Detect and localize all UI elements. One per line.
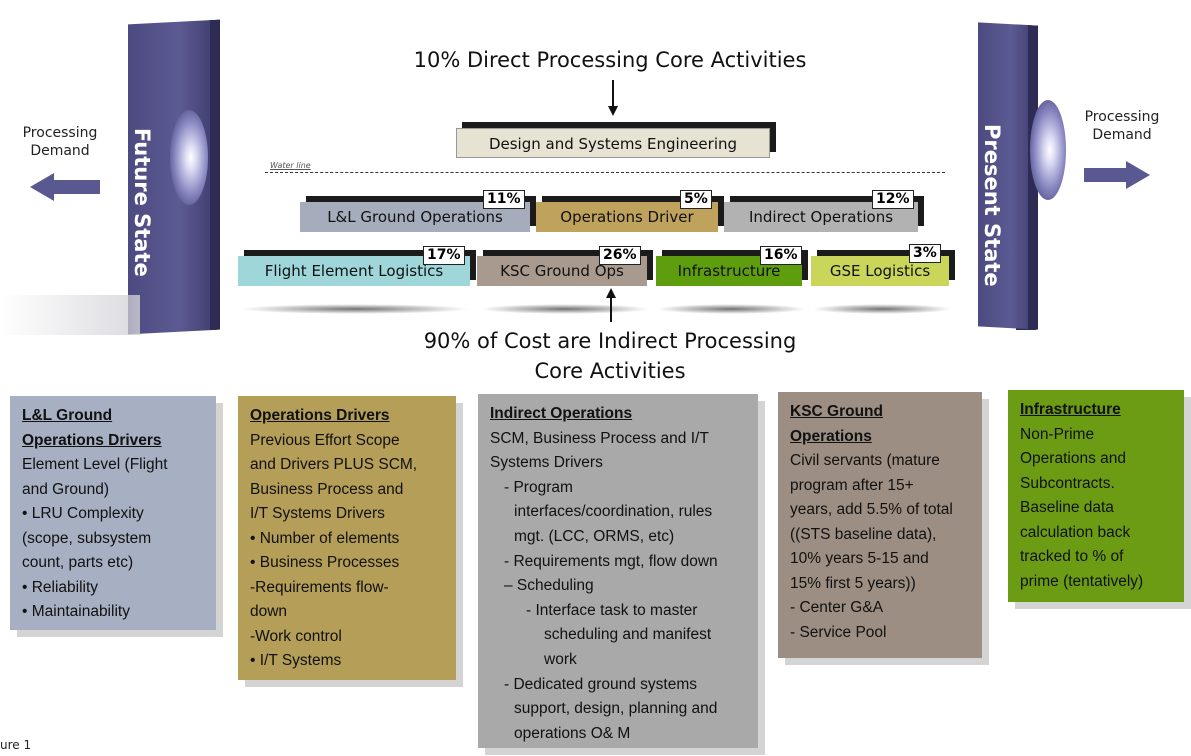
block-ksc-ground: KSC Ground Ops (477, 256, 647, 286)
card-ksc-line: Civil servants (mature (790, 452, 940, 469)
card-operations-drivers: Operations Drivers Previous Effort Scope… (238, 396, 456, 680)
left-demand-line2: Demand (30, 143, 90, 159)
block-shadow (480, 304, 650, 314)
block-gse-label: GSE Logistics (829, 262, 931, 280)
card-ll-line: • Maintainability (22, 603, 130, 620)
card-ksc-line: 15% first 5 years)) (790, 574, 916, 592)
card-ll-line: count, parts etc) (22, 554, 134, 571)
block-shadow (656, 304, 806, 314)
pct-ops-driver: 5% (680, 190, 712, 209)
card-indirect-line: - Interface task to master (526, 601, 698, 619)
pct-gse: 3% (909, 244, 941, 263)
pct-ksc-ground: 26% (599, 246, 641, 265)
card-ll-title-line1: L&L Ground (22, 407, 113, 424)
card-ksc-line: years, add 5.5% of total (790, 501, 953, 518)
right-wall-label: Present State (980, 124, 1004, 287)
card-ksc-line: 10% years 5-15 and (790, 550, 929, 567)
block-design-label: Design and Systems Engineering (488, 135, 738, 153)
card-infra-line: Non-Prime (1020, 425, 1095, 443)
card-ll-line: (scope, subsystem (22, 529, 152, 547)
card-ops-line: -Work control (250, 627, 342, 645)
card-indirect-line: – Scheduling (504, 577, 594, 595)
figure-caption: ure 1 (0, 738, 32, 752)
card-ksc-line: - Center G&A (790, 599, 884, 616)
block-infrastructure-label: Infrastructure (677, 262, 781, 280)
right-demand-text: Processing Demand (1074, 108, 1170, 144)
card-indirect-line: operations O& M (514, 724, 631, 742)
card-ksc-title-line1: KSC Ground (790, 403, 883, 420)
card-ll-line: • Reliability (22, 578, 99, 596)
left-wall-label: Future State (130, 128, 154, 277)
card-ksc-title-line2: Operations (790, 427, 872, 445)
card-ops-line: and Drivers PLUS SCM, (250, 456, 418, 473)
waterline (265, 172, 945, 173)
pct-flight-element: 17% (423, 246, 465, 265)
card-infra-line: prime (tentatively) (1020, 572, 1144, 590)
card-indirect-line: scheduling and manifest (544, 626, 712, 644)
card-indirect-line: Systems Drivers (490, 454, 603, 472)
block-ll-ground-label: L&L Ground Operations (327, 208, 503, 226)
card-ops-title: Operations Drivers (250, 407, 390, 424)
pct-infrastructure: 16% (760, 246, 802, 265)
block-flight-element-label: Flight Element Logistics (264, 262, 444, 280)
card-ops-line: Previous Effort Scope (250, 431, 400, 449)
left-demand-text: Processing Demand (20, 124, 100, 160)
card-indirect-line: - Dedicated ground systems (504, 675, 697, 693)
left-wall-lens (170, 110, 208, 205)
card-infra-title: Infrastructure (1020, 401, 1121, 418)
card-infra-line: Operations and (1020, 450, 1126, 467)
right-demand-line1: Processing (1084, 109, 1160, 125)
card-indirect-line: mgt. (LCC, ORMS, etc) (514, 527, 675, 545)
card-ops-line: I/T Systems Drivers (250, 505, 385, 522)
card-ksc-line: ((STS baseline data), (790, 525, 937, 543)
waterline-label: Water line (270, 161, 311, 170)
card-infra-line: Baseline data (1020, 499, 1114, 516)
card-ops-line: -Requirements flow- (250, 578, 389, 596)
card-ksc-line: - Service Pool (790, 623, 887, 641)
bottom-heading-line1: 90% of Cost are Indirect Processing (423, 329, 797, 353)
card-ll-line: and Ground) (22, 480, 110, 498)
left-wall-floor-shadow (0, 295, 140, 335)
block-indirect-ops-label: Indirect Operations (748, 208, 894, 226)
block-ksc-ground-label: KSC Ground Ops (500, 262, 624, 280)
top-heading: 10% Direct Processing Core Activities (413, 48, 807, 72)
card-indirect-line: interfaces/coordination, rules (514, 503, 713, 521)
card-indirect-line: SCM, Business Process and I/T (490, 429, 709, 447)
card-infra-line: tracked to % of (1020, 548, 1124, 565)
bottom-heading: 90% of Cost are Indirect Processing Core… (350, 326, 870, 386)
right-demand-line2: Demand (1092, 127, 1152, 143)
card-indirect-line: - Requirements mgt, flow down (504, 552, 718, 570)
card-indirect-title: Indirect Operations (490, 405, 633, 422)
block-ops-driver-label: Operations Driver (560, 208, 694, 226)
pct-ll-ground: 11% (483, 190, 525, 209)
left-demand-line1: Processing (22, 125, 98, 141)
block-design: Design and Systems Engineering (456, 128, 770, 158)
card-infra-line: calculation back (1020, 523, 1131, 541)
card-ops-line: • Number of elements (250, 529, 400, 547)
card-ll-line: Element Level (Flight (22, 456, 168, 473)
card-infra-line: Subcontracts. (1020, 474, 1115, 492)
card-ll-line: • LRU Complexity (22, 505, 144, 522)
card-ops-line: down (250, 603, 288, 620)
card-indirect-line: - Program (504, 478, 573, 496)
card-ll-title-line2: Operations Drivers (22, 431, 162, 449)
card-ll-ground-drivers: L&L Ground Operations Drivers Element Le… (10, 396, 216, 630)
card-ksc-ground-operations: KSC Ground Operations Civil servants (ma… (778, 392, 982, 658)
card-ops-line: • I/T Systems (250, 652, 342, 669)
card-ksc-line: program after 15+ (790, 476, 914, 494)
card-ops-line: Business Process and (250, 480, 404, 498)
bottom-heading-line2: Core Activities (534, 359, 686, 383)
pct-indirect-ops: 12% (872, 190, 914, 209)
card-ops-line: • Business Processes (250, 554, 400, 571)
right-wall-lens (1030, 100, 1066, 200)
card-indirect-operations: Indirect Operations SCM, Business Proces… (478, 394, 758, 748)
block-shadow (812, 304, 952, 314)
card-indirect-line: support, design, planning and (514, 700, 718, 718)
card-infrastructure: Infrastructure Non-Prime Operations and … (1008, 390, 1184, 602)
block-shadow (240, 304, 470, 314)
card-indirect-line: work (544, 650, 577, 668)
